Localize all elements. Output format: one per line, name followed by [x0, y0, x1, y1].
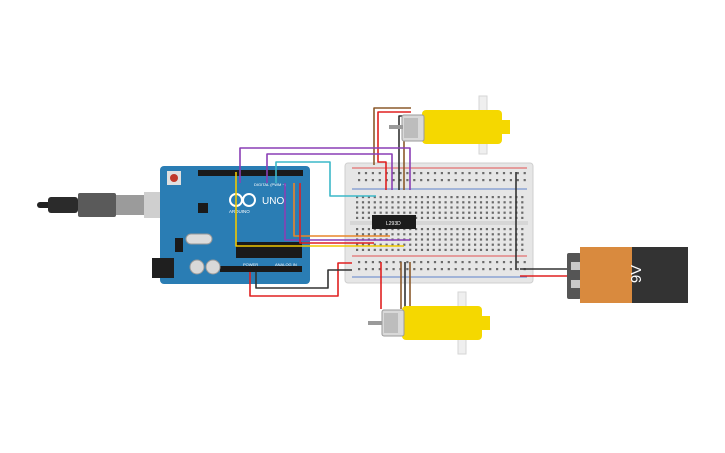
dc-motor-bottom[interactable] — [368, 291, 490, 355]
battery-9v[interactable]: 9V — [567, 247, 688, 303]
analog-pins-label: ANALOG IN — [275, 262, 297, 267]
breadboard[interactable]: L293D — [344, 162, 534, 284]
power-pins-label: POWER — [243, 262, 258, 267]
l293d-chip[interactable] — [372, 215, 416, 229]
arduino-brand-label: ARDUINO — [229, 209, 250, 214]
digital-pins-label: DIGITAL (PWM ~) — [254, 182, 287, 187]
chip-label: L293D — [386, 221, 401, 227]
reset-button-icon[interactable] — [170, 174, 178, 182]
dc-motor-top[interactable] — [389, 95, 510, 155]
battery-label: 9V — [628, 265, 645, 283]
arduino-model-label: UNO — [262, 196, 284, 207]
usb-cable[interactable] — [37, 192, 162, 218]
arduino-uno-board[interactable]: UNO ARDUINO DIGITAL (PWM ~) POWER ANALOG… — [152, 166, 310, 284]
